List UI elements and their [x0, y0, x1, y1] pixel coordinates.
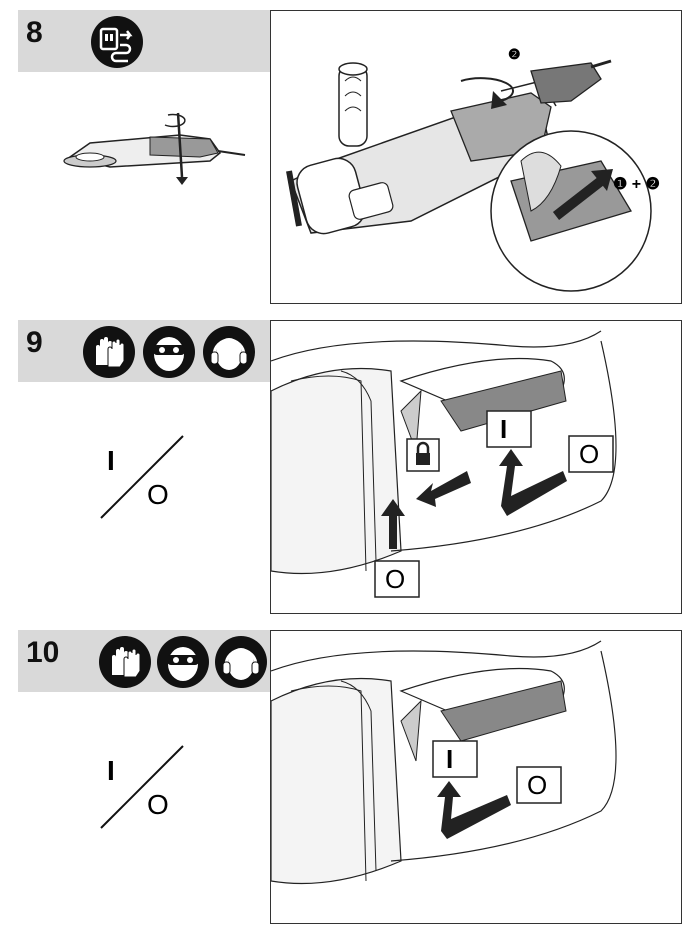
off-label-right: O [579, 439, 599, 469]
eye-protection-icon [157, 636, 209, 688]
on-symbol: I [107, 755, 115, 786]
ear-protection-icon [215, 636, 267, 688]
eye-protection-icon [143, 326, 195, 378]
on-off-symbol: I O [100, 745, 184, 829]
lock-icon [416, 441, 430, 465]
on-off-symbol: I O [100, 435, 184, 519]
step-number: 10 [26, 636, 60, 669]
step-8-header: 8 [18, 10, 270, 72]
on-label: I [500, 414, 507, 444]
on-symbol: I [107, 445, 115, 476]
switch-operation-illustration: I O O [271, 330, 617, 598]
step-number: 9 [26, 326, 43, 359]
step-number: 8 [26, 16, 43, 49]
step-10-panel: I O [270, 630, 682, 924]
callout-2: ❷ [508, 46, 521, 62]
callout-1-plus-2: ❶ + ❷ [613, 176, 660, 193]
gloves-icon [83, 326, 135, 378]
step-9-header: 9 [18, 320, 270, 382]
step-9-panel: I O O [270, 320, 682, 614]
step-10-header: 10 [18, 630, 270, 692]
off-label: O [527, 770, 547, 800]
switch-off-illustration: I O [271, 640, 617, 885]
off-label-bottom: O [385, 564, 405, 594]
off-symbol: O [147, 789, 169, 820]
on-label: I [446, 744, 453, 774]
step-8-panel: ❷ ❶ + ❷ [270, 10, 682, 304]
ear-protection-icon [203, 326, 255, 378]
unplug-icon [91, 16, 143, 68]
grinder-rotate-illustration: ❷ ❶ + ❷ [286, 46, 660, 292]
grinder-small-illustration [63, 112, 246, 185]
off-symbol: O [147, 479, 169, 510]
gloves-icon [99, 636, 151, 688]
